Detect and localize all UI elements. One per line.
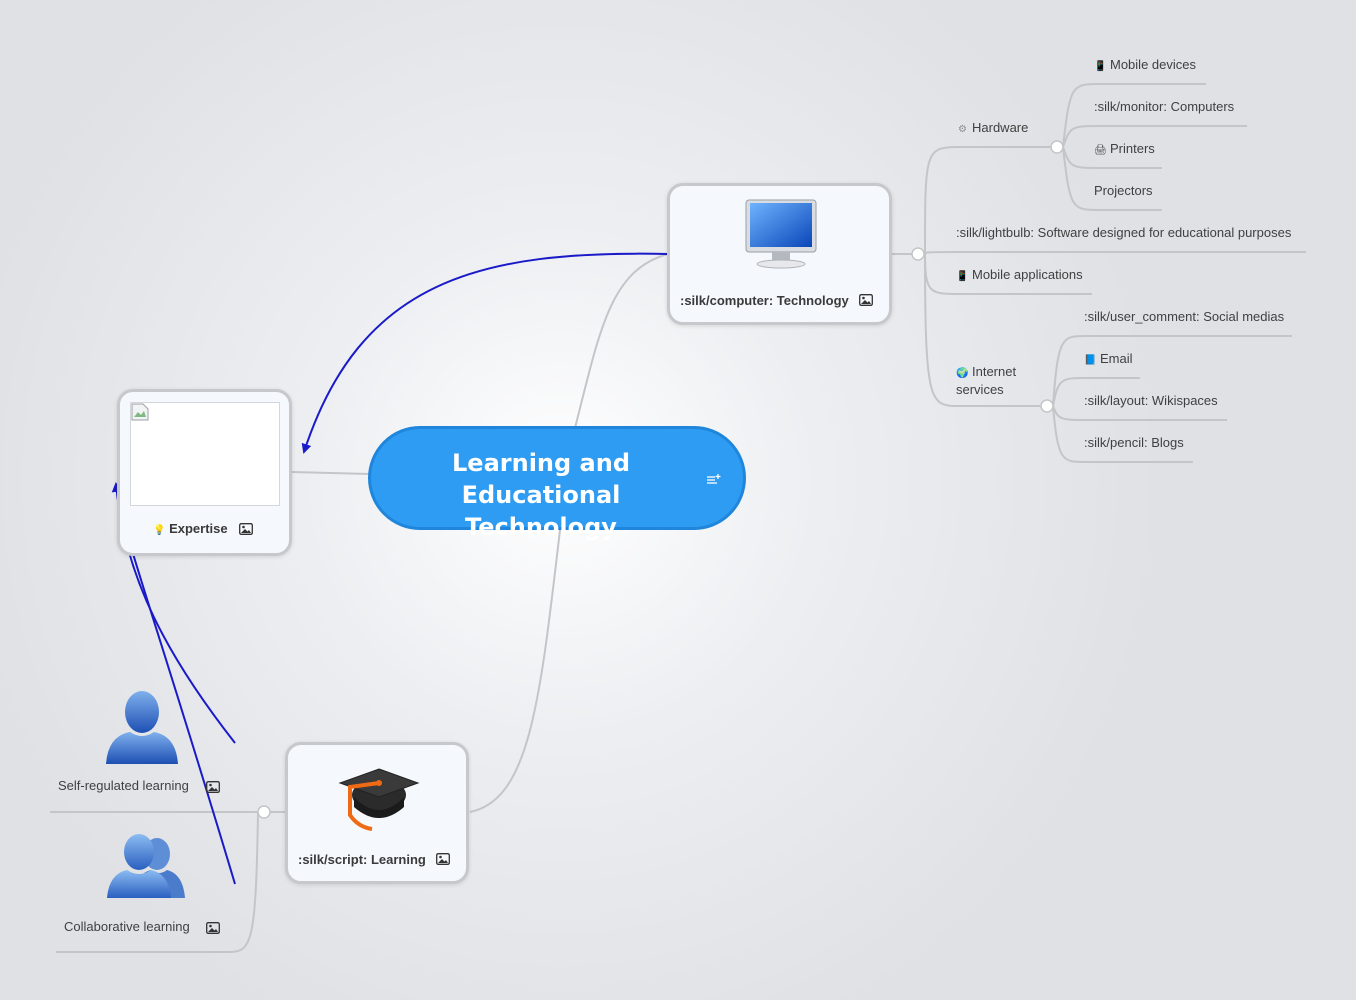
topic-computers[interactable]: :silk/monitor: Computers	[1094, 99, 1235, 114]
image-icon[interactable]	[206, 781, 220, 793]
topic-printers[interactable]: 🖨Printers	[1094, 141, 1155, 159]
topic-software[interactable]: :silk/lightbulb: Software designed for e…	[956, 225, 1292, 240]
monitor-icon	[745, 199, 817, 269]
topic-projectors[interactable]: Projectors	[1094, 183, 1153, 198]
expertise-topic[interactable]: 💡 Expertise	[117, 389, 292, 556]
central-topic-title: Learning and Educational Technology	[452, 449, 630, 541]
learning-label: :silk/script: Learning	[298, 852, 426, 867]
image-icon[interactable]	[436, 853, 450, 865]
topic-internet-services[interactable]: 🌍Internet services	[956, 364, 1017, 397]
expertise-label: 💡 Expertise	[153, 521, 228, 536]
user-icon	[106, 691, 178, 764]
notes-add-icon[interactable]	[707, 474, 721, 486]
topic-wikispaces[interactable]: :silk/layout: Wikispaces	[1084, 393, 1218, 408]
branch-collapse-toggles	[257, 140, 1064, 819]
topic-hardware[interactable]: ⚙Hardware	[956, 120, 1028, 138]
topic-social-medias[interactable]: :silk/user_comment: Social medias	[1084, 309, 1285, 324]
phone-icon: 📱	[956, 271, 969, 282]
topic-blogs[interactable]: :silk/pencil: Blogs	[1084, 435, 1184, 450]
topic-mobile-devices[interactable]: 📱Mobile devices	[1094, 57, 1196, 75]
central-topic[interactable]: Learning and Educational Technology	[368, 426, 746, 541]
lightbulb-icon: 💡	[153, 525, 166, 536]
book-icon: 📘	[1084, 355, 1097, 366]
image-icon[interactable]	[206, 922, 220, 934]
topic-collaborative-learning[interactable]: Collaborative learning	[64, 919, 190, 934]
branch-lines	[50, 83, 1306, 953]
users-icon	[107, 834, 185, 898]
graduation-cap-icon	[338, 768, 420, 831]
image-icon[interactable]	[239, 523, 253, 535]
technology-label: :silk/computer: Technology	[680, 293, 849, 308]
topic-mobile-applications[interactable]: 📱Mobile applications	[956, 267, 1082, 285]
broken-image-icon	[131, 403, 149, 421]
gear-icon: ⚙	[958, 124, 967, 135]
globe-icon: 🌍	[956, 368, 969, 379]
printer-icon: 🖨	[1094, 145, 1107, 156]
image-icon[interactable]	[859, 294, 873, 306]
topic-email[interactable]: 📘Email	[1084, 351, 1132, 369]
learning-topic[interactable]: :silk/script: Learning	[285, 742, 469, 884]
broken-image-placeholder	[130, 402, 280, 506]
topic-self-regulated-learning[interactable]: Self-regulated learning	[58, 778, 189, 793]
technology-topic[interactable]: :silk/computer: Technology	[667, 183, 892, 325]
phone-icon: 📱	[1094, 61, 1107, 72]
